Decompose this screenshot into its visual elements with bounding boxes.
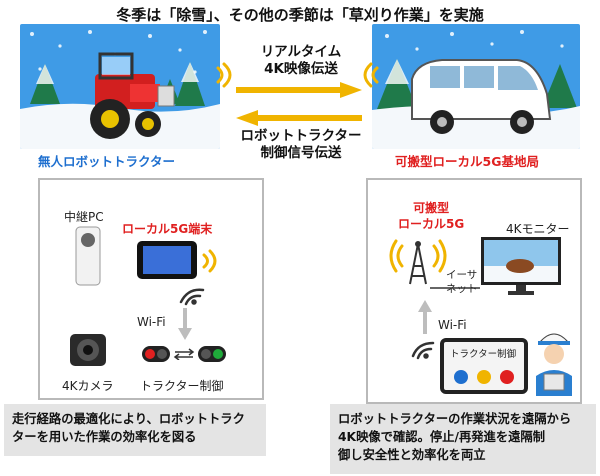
go-signal-icon (198, 346, 226, 362)
tractor-scene (20, 24, 220, 149)
base-station-caption: 可搬型ローカル5G基地局 (395, 154, 539, 169)
camera-label: 4Kカメラ (62, 379, 114, 393)
van-scene (372, 24, 580, 149)
camera-icon (70, 334, 106, 366)
blue-button[interactable] (454, 370, 468, 384)
diagram-title: 冬季は「除雪」、その他の季節は「草刈り作業」を実施 (116, 6, 484, 24)
video-transmission-label: リアルタイム 4K映像伝送 (260, 44, 342, 77)
wifi-label: Wi-Fi (137, 315, 166, 329)
control-signal-label: ロボットトラクター 制御信号伝送 (240, 128, 362, 161)
wifi-signal-icon (363, 62, 379, 88)
ethernet-label: イーサ ネット (446, 269, 478, 295)
tractor-control-label: トラクター制御 (140, 379, 224, 393)
van-illustration (411, 59, 552, 134)
monitor-icon (481, 237, 561, 295)
relay-pc-label: 中継PC (64, 210, 104, 224)
up-arrow-icon (418, 300, 432, 334)
wifi-label: Wi-Fi (438, 318, 467, 332)
right-note: ロボットトラクターの作業状況を遠隔から 4K映像で確認。停止/再発進を遠隔制 御… (330, 404, 596, 474)
worker-icon (536, 333, 572, 396)
yellow-button[interactable] (477, 370, 491, 384)
left-note: 走行経路の最適化により、ロボットトラク ターを用いた作業の効率化を図る (4, 404, 266, 456)
red-button[interactable] (500, 370, 514, 384)
down-arrow-icon (178, 308, 192, 340)
right-arrow-icon (236, 82, 362, 98)
tractor-caption: 無人ロボットトラクター (38, 154, 176, 169)
tablet-label: トラクター制御 (450, 349, 517, 360)
wifi-signal-icon (216, 62, 232, 88)
tractor-illustration (90, 52, 175, 139)
portable-5g-label: 可搬型 ローカル5G (398, 201, 465, 231)
stop-signal-icon (142, 346, 170, 362)
antenna-icon (389, 239, 447, 285)
monitor-label: 4Kモニター (506, 222, 570, 236)
relay-pc-icon (75, 226, 101, 286)
wifi-icon (179, 288, 205, 306)
control-tablet: トラクター制御 (440, 338, 528, 394)
local5g-terminal-label: ローカル5G端末 (122, 222, 213, 236)
left-arrow-icon (236, 110, 362, 126)
local5g-terminal-icon (137, 241, 197, 279)
wifi-signal-icon (202, 249, 217, 273)
swap-arrows-icon (173, 348, 195, 360)
ethernet-cable-icon (430, 287, 480, 289)
wifi-icon (411, 341, 435, 360)
